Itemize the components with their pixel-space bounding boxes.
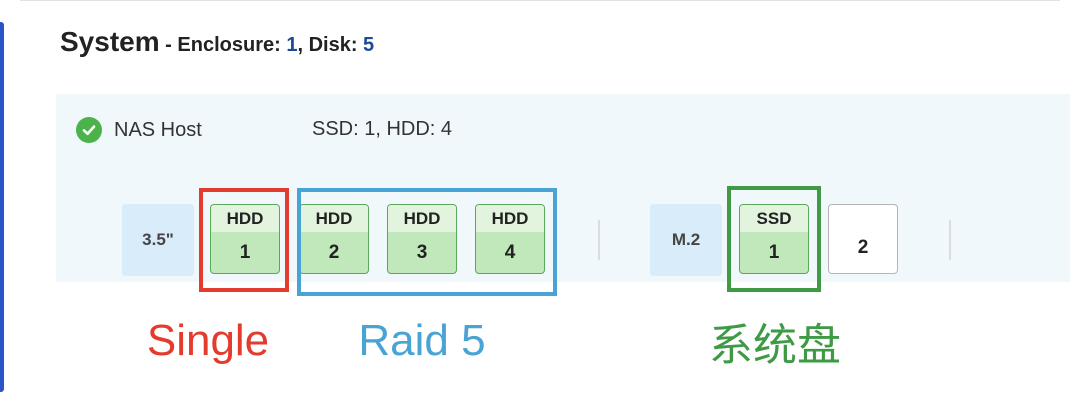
bay-type-m2-tag: M.2 bbox=[650, 204, 722, 276]
disk-number-label: 4 bbox=[504, 241, 516, 263]
disk-slot-ssd-1[interactable]: SSD 1 bbox=[739, 204, 809, 274]
disk-number-label: 2 bbox=[857, 237, 869, 258]
disk-slot-hdd-3[interactable]: HDD 3 bbox=[387, 204, 457, 274]
system-heading: System bbox=[60, 26, 160, 57]
disk-number-label: 3 bbox=[416, 241, 428, 263]
disk-type-label: HDD bbox=[476, 205, 544, 232]
disk-type-label: HDD bbox=[388, 205, 456, 232]
system-disk-annotation-text: 系统盘 bbox=[709, 321, 841, 370]
disk-number-label: 1 bbox=[239, 241, 251, 263]
single-highlight-frame bbox=[199, 188, 289, 292]
system-disk-highlight-frame bbox=[727, 186, 821, 292]
enclosure-count: 1 bbox=[286, 34, 298, 56]
disk-type-label: SSD bbox=[740, 205, 808, 232]
disk-slot-hdd-2[interactable]: HDD 2 bbox=[299, 204, 369, 274]
disk-type-label: HDD bbox=[300, 205, 368, 232]
nas-host-label: NAS Host bbox=[114, 118, 202, 141]
title-separator: - bbox=[159, 34, 178, 56]
single-annotation-text: Single bbox=[146, 316, 270, 365]
enclosure-label: Enclosure: bbox=[177, 34, 287, 56]
check-circle-icon bbox=[76, 117, 102, 143]
disk-slot-empty-2[interactable]: 2 bbox=[828, 204, 898, 274]
disk-type-summary: SSD: 1, HDD: 4 bbox=[312, 118, 453, 140]
disk-number-label: 1 bbox=[768, 241, 780, 263]
window-top-edge bbox=[20, 0, 1060, 1]
system-title: System - Enclosure: 1, Disk: 5 bbox=[60, 26, 374, 58]
disk-slot-hdd-1[interactable]: HDD 1 bbox=[210, 204, 280, 274]
disk-label: Disk: bbox=[308, 34, 364, 56]
system-disk-annotation: 系统盘 bbox=[686, 304, 864, 378]
bay-group-divider bbox=[949, 220, 951, 260]
window-left-edge bbox=[0, 22, 4, 392]
disk-slot-hdd-4[interactable]: HDD 4 bbox=[475, 204, 545, 274]
title-comma: , bbox=[297, 34, 309, 56]
raid5-annotation: Raid 5 bbox=[340, 304, 504, 378]
bay-group-divider bbox=[598, 220, 600, 260]
disk-count: 5 bbox=[363, 34, 375, 56]
raid5-annotation-text: Raid 5 bbox=[358, 316, 486, 365]
bay-type-35-tag: 3.5" bbox=[122, 204, 194, 276]
disk-type-label: HDD bbox=[211, 205, 279, 232]
single-annotation: Single bbox=[126, 304, 290, 378]
disk-number-label: 2 bbox=[328, 241, 340, 263]
raid5-highlight-frame bbox=[297, 188, 557, 296]
nas-host-row: NAS Host bbox=[76, 116, 202, 144]
